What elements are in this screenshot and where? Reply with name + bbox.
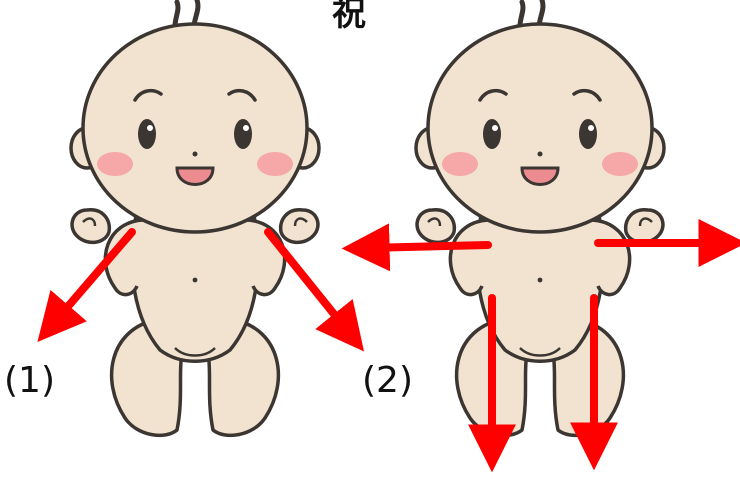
arrow-2-left	[364, 245, 488, 248]
baby-figure-2	[416, 0, 664, 435]
panel-label-1: (1)	[4, 360, 55, 401]
panel-label-2: (2)	[362, 360, 413, 401]
arrow-1-right	[268, 232, 350, 334]
baby-figure-1	[71, 0, 319, 435]
title-text: 祝	[332, 0, 367, 35]
